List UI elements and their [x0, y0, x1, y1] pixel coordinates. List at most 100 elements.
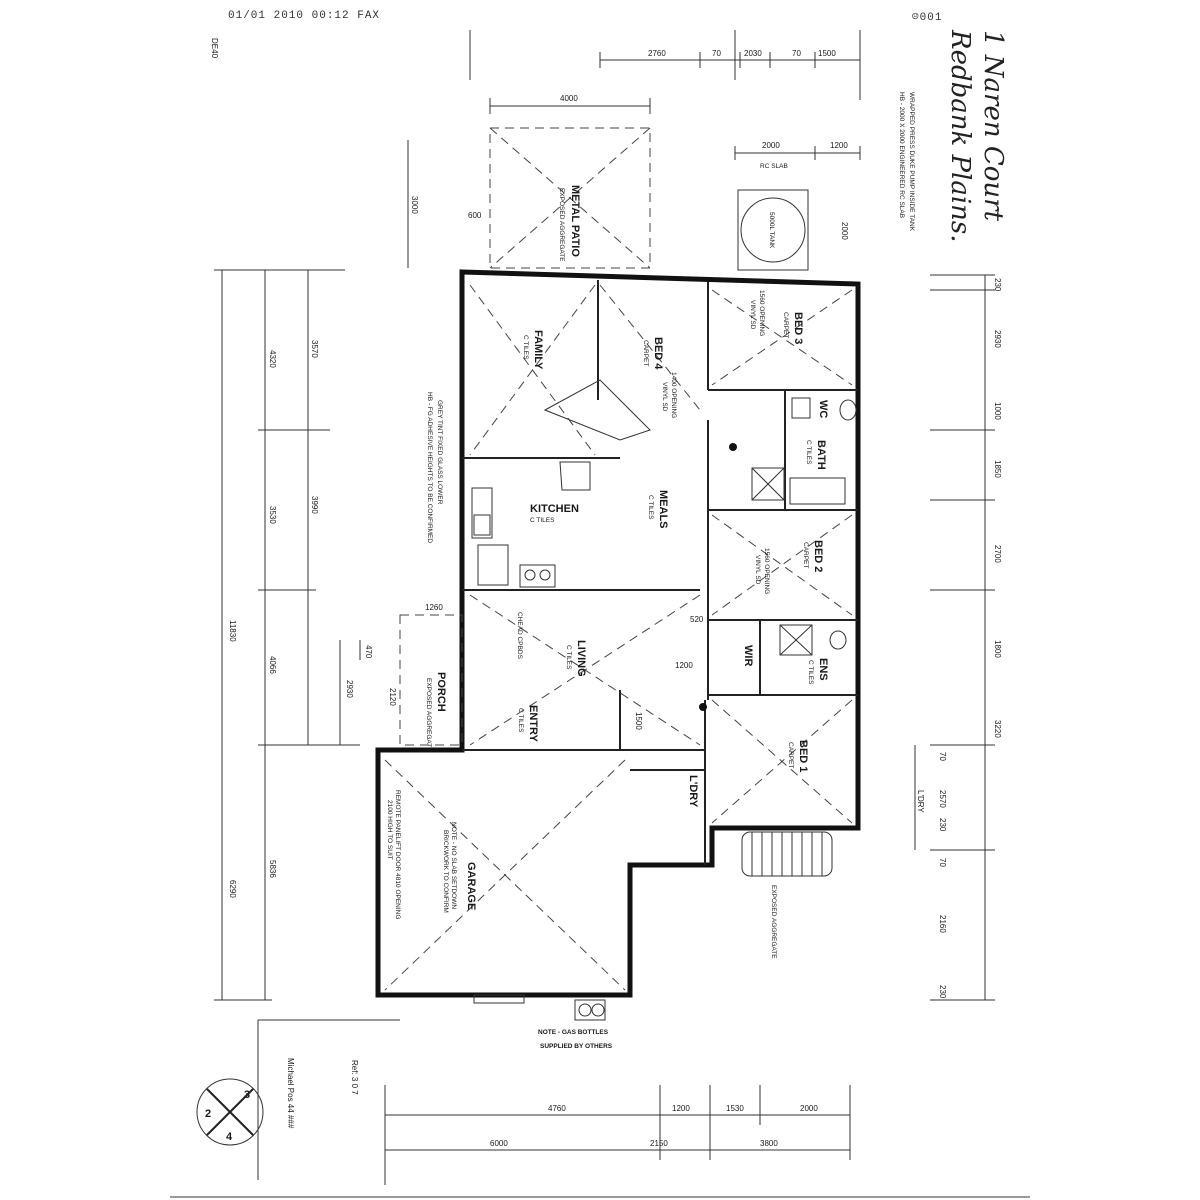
room-labels: FAMILY C TILES BED 4 CARPET 1400 OPENING…: [386, 290, 829, 919]
patio-sub: EXPOSED AGGREGATE: [558, 188, 565, 262]
bed2-label: BED 2: [812, 540, 824, 572]
family-sub: C TILES: [522, 335, 529, 360]
rc-slab-label: RC SLAB: [760, 163, 788, 170]
bath-label: BATH: [815, 440, 827, 470]
dim-bottom2-0: 6000: [490, 1139, 508, 1148]
dim-right-7: 70: [938, 752, 947, 761]
dim-right-12: 230: [938, 985, 947, 999]
family-dashes: [384, 284, 853, 991]
dim-left-inner-2: 4066: [268, 656, 277, 674]
bed2-sub: CARPET: [802, 542, 809, 568]
bed4-label: BED 4: [652, 337, 664, 370]
living-label: LIVING: [575, 640, 587, 677]
ens-sub: C TILES: [807, 660, 814, 685]
dim-bottom2-2: 3800: [760, 1139, 778, 1148]
dim-top-2: 2030: [744, 49, 762, 58]
dim-left-outer-0: 3570: [310, 340, 319, 358]
ldry-label: L'DRY: [687, 775, 699, 808]
dim-porch-3: 470: [364, 645, 373, 659]
bed1-sub: CARPET: [787, 742, 794, 768]
bed4-opening2: VINYL SD: [661, 382, 668, 412]
dim-right-0: 230: [993, 278, 1002, 292]
meals-sub: C TILES: [647, 495, 654, 520]
dim-right-5: 1800: [993, 640, 1002, 658]
bottom-dimension-lines: 4760 1200 1530 2000 6000 2150 3800: [170, 1085, 1030, 1198]
note-tank-slab: HB - 2000 X 2000 ENGINEERED RC SLAB: [898, 92, 905, 218]
dim-top-1: 70: [712, 49, 721, 58]
dim-bottom1-2: 1530: [726, 1104, 744, 1113]
dim-right-11: 2160: [938, 915, 947, 933]
dim-slab-1: 1200: [830, 141, 848, 150]
garage-label: GARAGE: [465, 862, 477, 910]
bath-fixtures: [699, 397, 857, 711]
dim-patio-offset: 600: [468, 211, 482, 220]
dim-entry-0: 1200: [675, 661, 693, 670]
bed3-opening: 1560 OPENING: [758, 290, 765, 336]
wc-label: WC: [817, 400, 829, 418]
dim-top-3: 70: [792, 49, 801, 58]
fax-stamp: 01/01 2010 00:12 FAX: [228, 10, 381, 22]
kitchen-label: KITCHEN: [530, 503, 579, 515]
bed3-sub: CARPET: [782, 312, 789, 338]
stamp-text: Michael Pos 44 ###: [286, 1058, 295, 1129]
cpbds-label: CHEAD CPBDS: [516, 612, 523, 660]
external-steps: EXPOSED AGGREGATE: [473, 831, 833, 1021]
family-window-note2: HB - FG ADHESIVE HEIGHTS TO BE CONFIRMED: [426, 392, 433, 543]
fax-page-number: ☹001: [912, 12, 943, 24]
right-dimension-lines: 230 2930 1000 1850 2700 1800 3220 70 257…: [914, 274, 1002, 1001]
dim-left-inner-3: 5836: [268, 860, 277, 878]
kitchen-sub: C TILES: [530, 517, 555, 524]
interior-walls: [462, 280, 858, 865]
exterior-walls: [375, 269, 861, 998]
dim-right-3: 1850: [993, 460, 1002, 478]
patio-label: METAL PATIO: [569, 185, 581, 257]
wir-label: WIR: [742, 645, 754, 666]
tank-label: 5000L TANK: [768, 212, 775, 249]
dim-left-total: 11830: [228, 620, 237, 642]
garage-door2: 2100 HIGH TO SUIT: [386, 800, 393, 860]
garage-note: NOTE - NO SLAB SETDOWN: [450, 822, 457, 909]
dim-left-outer-1: 3990: [310, 496, 319, 514]
top-dimension-lines: 2760 70 2030 70 1500 4000 2000 1200: [469, 30, 861, 160]
compass-3: 3: [244, 1089, 250, 1101]
dim-right-8: 2570: [938, 790, 947, 808]
compass-2: 2: [205, 1108, 211, 1120]
exposed-aggregate-label: EXPOSED AGGREGATE: [770, 885, 777, 959]
dim-right-6: 3220: [993, 720, 1002, 738]
gas-note: NOTE - GAS BOTTLES: [538, 1029, 609, 1036]
bed3-label: BED 3: [792, 312, 804, 344]
dim-left-outer-2: 6290: [228, 880, 237, 898]
ens-label: ENS: [817, 658, 829, 681]
note-water-tank: WRAPPED PRESS DUKE PUMP INSIDE TANK: [908, 92, 915, 232]
stamp-ref: Ref: 3 0 7: [350, 1060, 359, 1095]
dim-left-inner-1: 3530: [268, 506, 277, 524]
family-label: FAMILY: [532, 330, 544, 370]
water-tank: 5000L TANK RC SLAB 2000: [737, 163, 849, 271]
bath-sub: C TILES: [805, 440, 812, 465]
dim-top-0: 2760: [648, 49, 666, 58]
metal-patio: METAL PATIO EXPOSED AGGREGATE 3000 600: [407, 127, 651, 269]
bed4-sub: CARPET: [642, 340, 649, 366]
kitchen-bench: [471, 379, 651, 588]
porch: PORCH EXPOSED AGGREGATE 1260 2930 2120 4…: [339, 603, 463, 752]
dim-slab-height: 2000: [840, 222, 849, 240]
dim-patio-width: 4000: [560, 94, 578, 103]
dim-top-4: 1500: [818, 49, 836, 58]
dim-patio-height: 3000: [410, 196, 419, 214]
dim-bottom1-3: 2000: [800, 1104, 818, 1113]
dim-entry-1: 1500: [634, 712, 643, 730]
dim-right-ldry: L'DRY: [916, 790, 925, 813]
garage-note2: BRICKWORK TO CONFIRM: [442, 830, 449, 913]
dim-bottom1-1: 1200: [672, 1104, 690, 1113]
living-sub: C TILES: [565, 645, 572, 670]
bed2-opening2: VINYL SD: [754, 555, 761, 585]
approval-stamp: Michael Pos 44 ### Ref: 3 0 7: [257, 1019, 400, 1180]
entry-label: ENTRY: [527, 705, 539, 743]
compass-4: 4: [226, 1131, 233, 1143]
compass-marker: 2 3 4: [196, 1078, 264, 1146]
meals-label: MEALS: [657, 490, 669, 529]
dim-porch-2: 2120: [388, 688, 397, 706]
bed4-opening: 1400 OPENING: [670, 372, 677, 418]
dim-right-4: 2700: [993, 545, 1002, 563]
